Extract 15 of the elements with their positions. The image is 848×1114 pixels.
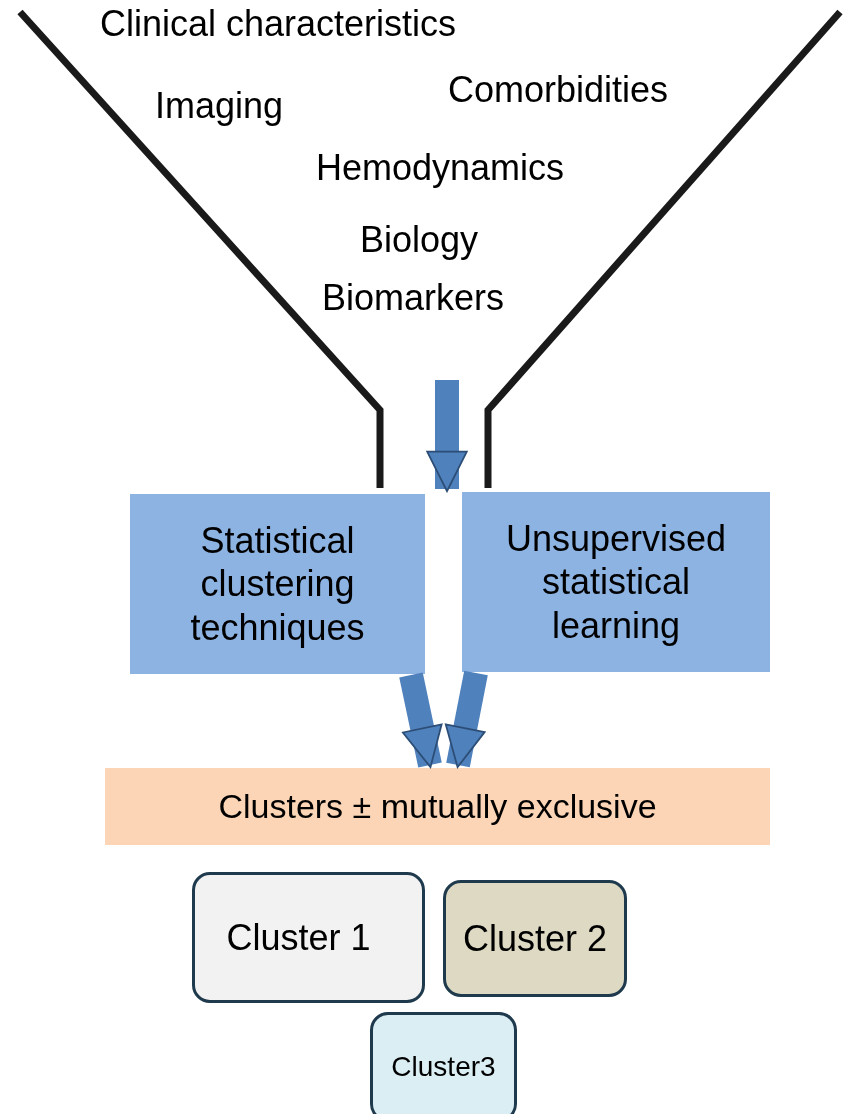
box-text: Cluster 2: [461, 916, 609, 961]
method-box: [130, 494, 425, 674]
result-box: [105, 768, 770, 845]
arrow: [399, 672, 443, 769]
cluster-box: [370, 1012, 517, 1114]
box-text: Unsupervised statistical learning: [504, 517, 728, 647]
arrow: [444, 670, 488, 769]
cluster-box: [192, 872, 425, 1003]
box-text: Statistical clustering techniques: [189, 519, 366, 649]
box-text: Cluster 1: [225, 915, 372, 960]
box-text: Cluster3: [391, 1050, 496, 1084]
box-text: Clusters ± mutually exclusive: [217, 786, 658, 827]
arrow: [426, 380, 468, 493]
method-box: [462, 492, 770, 672]
cluster-box: [443, 880, 627, 997]
